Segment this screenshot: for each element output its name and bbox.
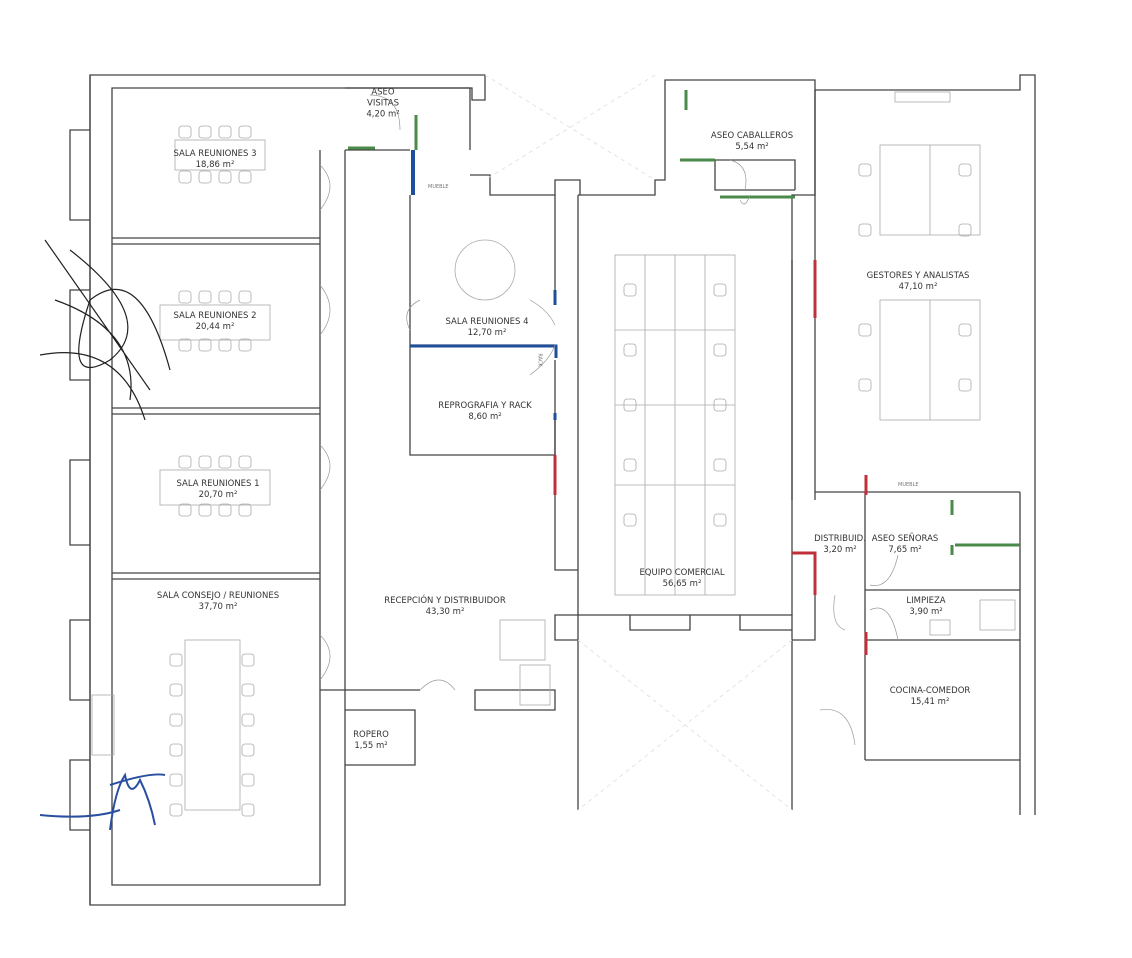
chair-symbol [623,398,637,412]
chair-symbol [623,513,637,527]
chair-symbol [623,343,637,357]
chair-symbol [238,170,252,184]
chair-symbol [178,503,192,517]
chair-symbol [198,290,212,304]
chair-symbol [713,398,727,412]
chair-symbol [623,458,637,472]
chair-symbol [198,125,212,139]
chair-symbol [169,743,183,757]
chair-symbol [218,125,232,139]
chair-symbol [241,743,255,757]
chair-symbol [241,653,255,667]
chair-symbol [958,163,972,177]
chair-symbol [713,283,727,297]
chair-symbol [958,323,972,337]
chair-symbol [238,290,252,304]
void-crosses [484,74,793,811]
furniture-label: MUEBLE [898,482,919,488]
chair-symbol [198,338,212,352]
chair-symbol [713,458,727,472]
room-distribuidor: DISTRIBUID.3,20 m² [814,534,866,555]
chair-symbol [238,338,252,352]
chair-symbol [858,223,872,237]
chair-symbol [178,338,192,352]
chair-symbol [169,683,183,697]
chair-symbol [241,803,255,817]
handwritten-scribbles [39,239,171,831]
chair-symbol [241,683,255,697]
rack-label: RACK [536,353,543,367]
chair-symbol [858,323,872,337]
chair-symbol [178,290,192,304]
chair-symbol [178,170,192,184]
doors [319,94,899,746]
chair-symbol [713,513,727,527]
chair-symbol [169,773,183,787]
chair-symbol [241,713,255,727]
chair-symbol [198,170,212,184]
chair-symbol [958,378,972,392]
chair-symbol [218,338,232,352]
chair-symbol [238,455,252,469]
chair-symbol [241,773,255,787]
chair-symbol [169,653,183,667]
chairs [169,125,972,817]
chair-symbol [858,378,872,392]
chair-symbol [198,455,212,469]
chair-symbol [218,455,232,469]
chair-symbol [218,503,232,517]
chair-symbol [958,223,972,237]
chair-symbol [169,713,183,727]
furniture [91,91,1016,811]
chair-symbol [178,125,192,139]
partition-marks [348,90,1020,655]
chair-symbol [713,343,727,357]
chair-symbol [218,290,232,304]
chair-symbol [858,163,872,177]
chair-symbol [238,503,252,517]
chair-symbol [178,455,192,469]
chair-symbol [623,283,637,297]
chair-symbol [238,125,252,139]
chair-symbol [169,803,183,817]
chair-symbol [218,170,232,184]
chair-symbol [198,503,212,517]
furniture-label: MUEBLE [428,184,449,190]
